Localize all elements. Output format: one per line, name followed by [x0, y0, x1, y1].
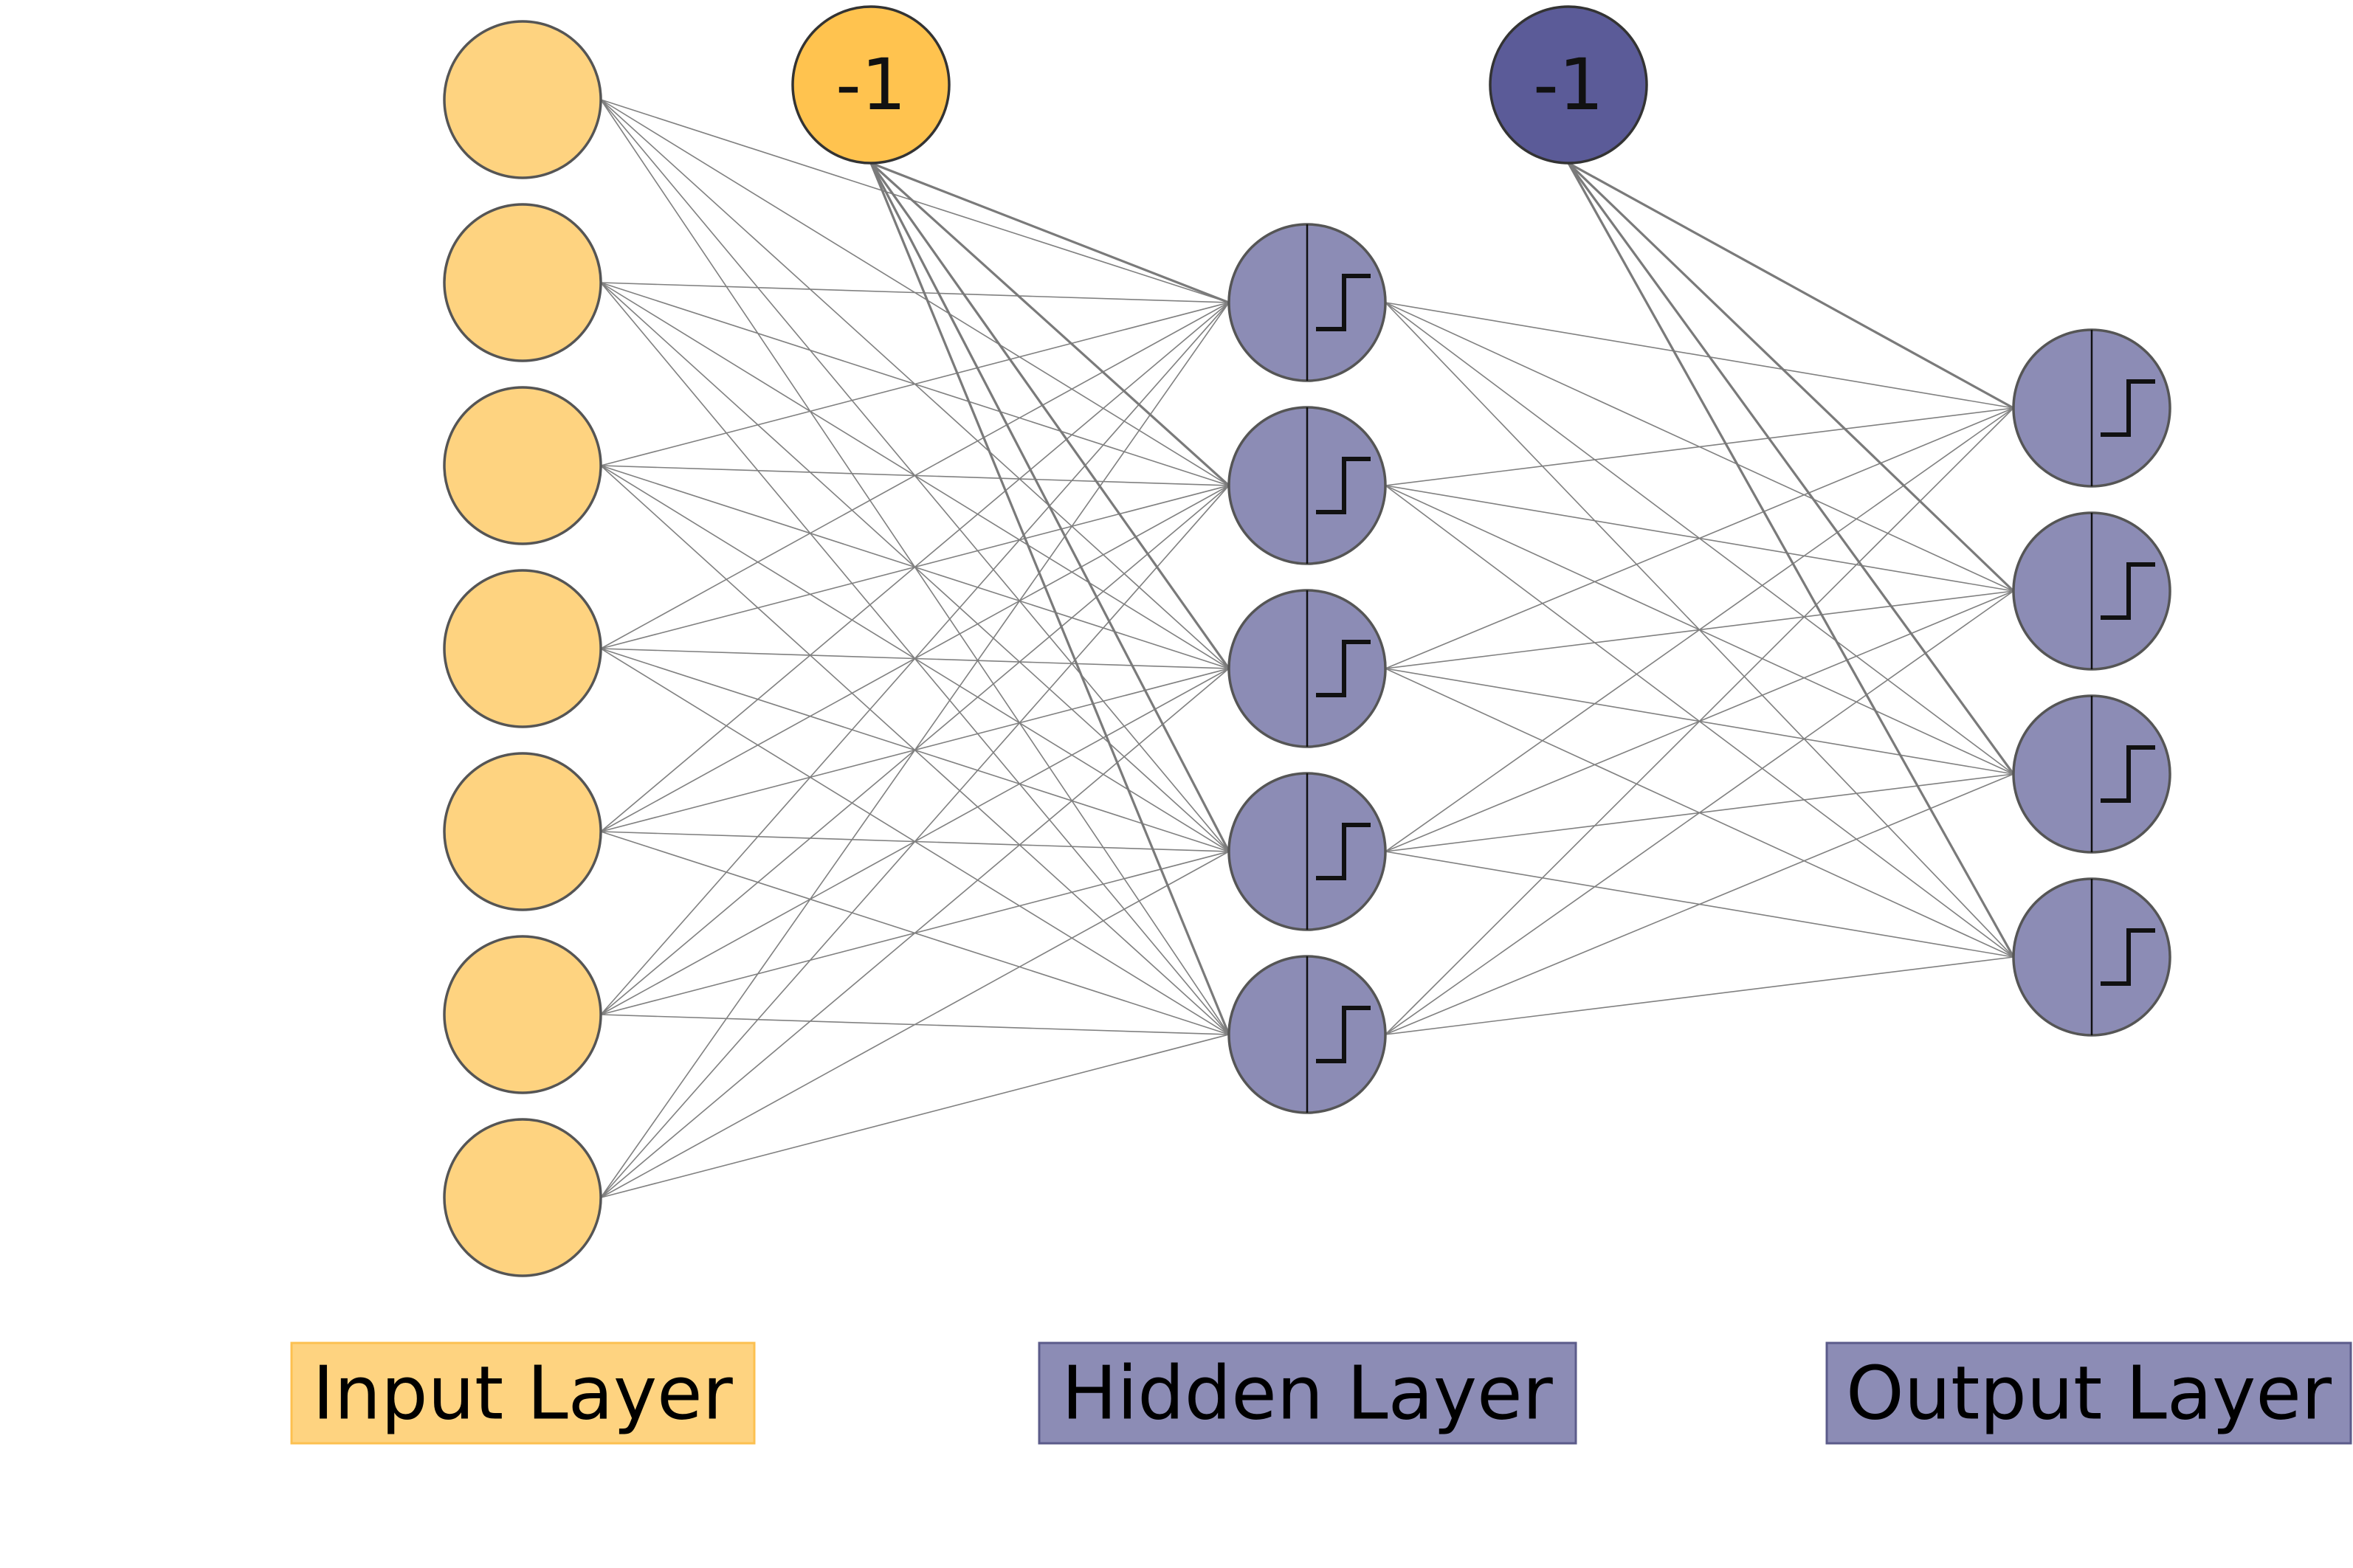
bias-input-circle [791, 5, 951, 165]
input-neuron-7 [443, 1118, 602, 1277]
hidden-neuron [1227, 955, 1387, 1114]
step-function-icon [2101, 928, 2155, 986]
input-layer-label: Input Layer [290, 1341, 756, 1445]
edge-bias-hidden-to-output-3 [1567, 162, 2015, 775]
edge-hidden-3-to-output-1 [1385, 407, 2014, 669]
edge-input-7-to-hidden-1 [600, 302, 1230, 1198]
output-layer-label-text: Output Layer [1846, 1350, 2332, 1437]
connections [600, 99, 2015, 1198]
edge-input-7-to-hidden-4 [600, 851, 1230, 1198]
input-neuron [443, 935, 602, 1094]
output-layer-label-box [1825, 1341, 2352, 1445]
edge-input-7-to-hidden-5 [600, 1034, 1230, 1198]
step-function-icon [2101, 562, 2155, 620]
output-neuron [2012, 694, 2171, 854]
edge-hidden-5-to-output-1 [1385, 407, 2014, 1035]
bias-input-node: -1 [791, 5, 951, 165]
hidden-neuron [1227, 223, 1387, 382]
step-function-icon [1316, 1006, 1371, 1063]
bias-hidden-circle [1489, 5, 1648, 165]
hidden-neuron [1227, 772, 1387, 931]
edge-hidden-2-to-output-1 [1385, 407, 2014, 486]
hidden-neuron [1227, 406, 1387, 565]
input-layer-label-box [290, 1341, 756, 1445]
edge-bias-input-to-hidden-4 [869, 162, 1230, 852]
edge-bias-hidden-to-output-2 [1567, 162, 2015, 593]
edge-input-2-to-hidden-1 [600, 282, 1230, 303]
input-neuron-2 [443, 203, 602, 362]
hidden-neuron [1227, 589, 1387, 748]
edge-bias-input-to-hidden-2 [869, 162, 1230, 487]
edge-hidden-1-to-output-1 [1385, 302, 2014, 409]
edge-input-4-to-hidden-1 [600, 302, 1230, 649]
edge-bias-hidden-to-output-1 [1568, 162, 2014, 410]
input-neuron [443, 752, 602, 911]
output-neuron [2012, 511, 2171, 671]
edge-input-7-to-hidden-3 [600, 668, 1230, 1198]
input-neuron [443, 1118, 602, 1277]
input-neuron-5 [443, 752, 602, 911]
bias-hidden-node: -1 [1489, 5, 1648, 165]
edge-bias-hidden-to-output-4 [1567, 162, 2015, 958]
edge-input-5-to-hidden-1 [600, 302, 1230, 832]
bias-input-label: -1 [836, 44, 906, 126]
hidden-layer-label-box [1038, 1341, 1577, 1445]
input-neuron [443, 386, 602, 545]
edge-bias-input-to-hidden-5 [869, 162, 1230, 1035]
input-neuron [443, 203, 602, 362]
output-neuron [2012, 877, 2171, 1037]
step-function-icon [1316, 823, 1371, 880]
edge-input-3-to-hidden-1 [600, 302, 1230, 466]
input-neuron [443, 20, 602, 179]
edge-input-7-to-hidden-2 [600, 485, 1230, 1198]
input-neuron [443, 569, 602, 728]
step-function-icon [2101, 745, 2155, 803]
step-function-icon [2101, 379, 2155, 437]
input-neuron-6 [443, 935, 602, 1094]
edge-bias-input-to-hidden-1 [870, 162, 1230, 304]
input-neuron-3 [443, 386, 602, 545]
input-layer-label-text: Input Layer [312, 1350, 733, 1437]
edge-hidden-5-to-output-2 [1385, 590, 2014, 1035]
edge-bias-input-to-hidden-3 [869, 162, 1230, 669]
step-function-icon [1316, 457, 1371, 514]
edge-input-6-to-hidden-1 [600, 302, 1230, 1015]
edge-hidden-5-to-output-4 [1385, 956, 2014, 1035]
layer-labels: Input Layer Hidden Layer Output Layer [290, 1341, 2352, 1445]
input-neuron-4 [443, 569, 602, 728]
hidden-layer-label-text: Hidden Layer [1061, 1350, 1553, 1437]
output-layer-label: Output Layer [1825, 1341, 2352, 1445]
output-neuron [2012, 328, 2171, 488]
input-neuron-1 [443, 20, 602, 179]
step-function-icon [1316, 640, 1371, 697]
hidden-layer-label: Hidden Layer [1038, 1341, 1577, 1445]
edge-hidden-4-to-output-1 [1385, 407, 2014, 852]
bias-hidden-label: -1 [1533, 44, 1604, 126]
neurons: -1 -1 [443, 5, 2171, 1277]
step-function-icon [1316, 274, 1371, 331]
edge-hidden-5-to-output-3 [1385, 773, 2014, 1035]
